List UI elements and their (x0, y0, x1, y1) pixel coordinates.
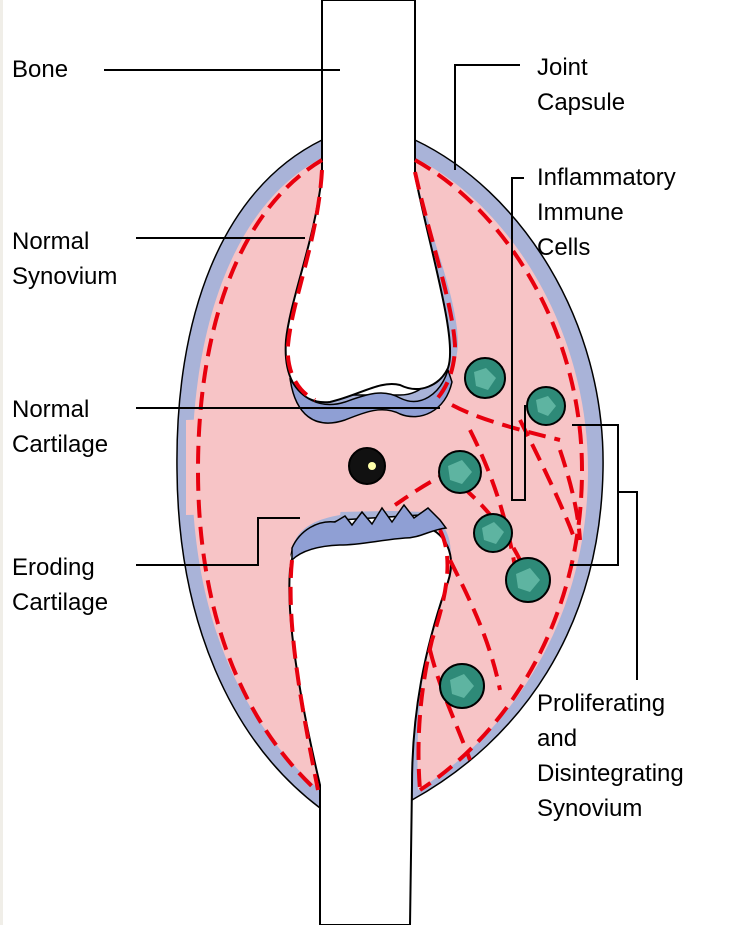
label-joint-capsule: Joint Capsule (537, 50, 625, 120)
proliferating-line1: Proliferating (537, 686, 684, 721)
inflammatory-line1: Inflammatory (537, 160, 676, 195)
normal-synovium-line2: Synovium (12, 259, 117, 294)
normal-cartilage-line1: Normal (12, 392, 108, 427)
normal-cartilage-line2: Cartilage (12, 427, 108, 462)
label-proliferating-synovium: Proliferating and Disintegrating Synoviu… (537, 686, 684, 826)
inflammatory-line3: Cells (537, 230, 676, 265)
joint-space (186, 410, 470, 515)
immune-cell-icon (465, 358, 505, 398)
eroding-cartilage-line2: Cartilage (12, 585, 108, 620)
label-normal-cartilage: Normal Cartilage (12, 392, 108, 462)
immune-cell-icon (439, 451, 481, 493)
label-eroding-cartilage: Eroding Cartilage (12, 550, 108, 620)
immune-cell-icon (506, 558, 550, 602)
proliferating-line3: Disintegrating (537, 756, 684, 791)
immune-cell-icon (440, 664, 484, 708)
immune-cell-icon (474, 514, 512, 552)
label-bone: Bone (12, 52, 68, 87)
label-inflammatory-cells: Inflammatory Immune Cells (537, 160, 676, 265)
label-normal-synovium: Normal Synovium (12, 224, 117, 294)
dark-cell-icon (349, 448, 385, 484)
inflammatory-line2: Immune (537, 195, 676, 230)
eroding-cartilage-line1: Eroding (12, 550, 108, 585)
proliferating-line2: and (537, 721, 684, 756)
immune-cell-icon (527, 387, 565, 425)
joint-capsule-line1: Joint (537, 50, 625, 85)
joint-capsule-line2: Capsule (537, 85, 625, 120)
normal-synovium-line1: Normal (12, 224, 117, 259)
bone-text: Bone (12, 56, 68, 83)
proliferating-line4: Synovium (537, 791, 684, 826)
